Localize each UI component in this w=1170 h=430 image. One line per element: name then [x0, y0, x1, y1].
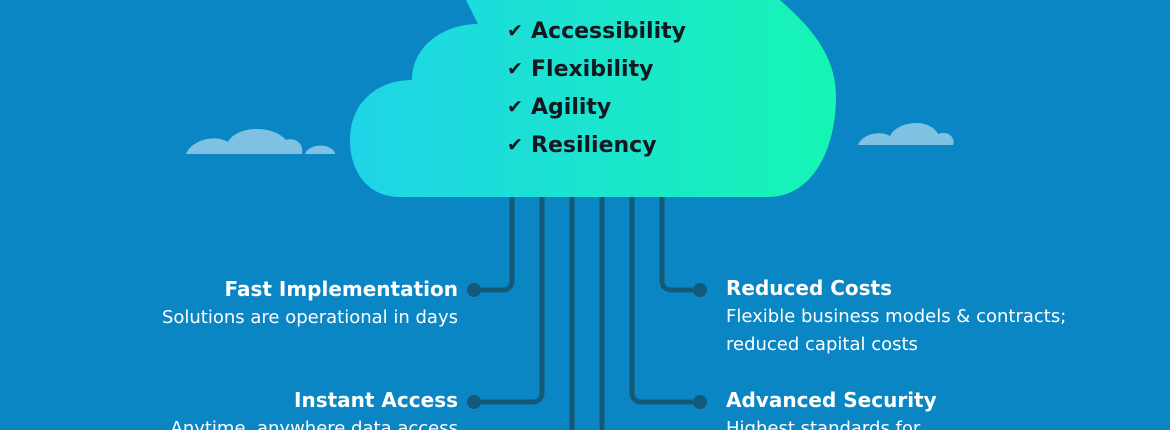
connector-dot-instant-access	[467, 395, 481, 409]
cloud-benefit-list: ✔ Accessibility ✔ Flexibility ✔ Agility …	[507, 12, 807, 164]
small-cloud-left	[186, 128, 335, 154]
connector-fast-implementation	[473, 189, 515, 293]
cloud-benefit-label: Accessibility	[531, 18, 686, 44]
cloud-benefit-item: ✔ Agility	[507, 88, 807, 126]
cloud-benefit-item: ✔ Resiliency	[507, 126, 807, 164]
feature-reduced-costs: Reduced Costs Flexible business models &…	[726, 275, 1066, 359]
feature-description: Anytime, anywhere data access	[170, 418, 459, 430]
feature-title: Instant Access	[294, 388, 458, 412]
connector-reduced-costs	[659, 189, 701, 293]
feature-description-line-1: Flexible business models & contracts;	[726, 306, 1067, 327]
feature-title: Fast Implementation	[224, 277, 458, 301]
checkmark-icon: ✔	[507, 134, 523, 156]
feature-description-line-2: reduced capital costs	[726, 334, 918, 355]
cloud-benefit-label: Agility	[531, 94, 612, 120]
connector-dot-reduced-costs	[693, 283, 707, 297]
feature-description: Highest standards for	[726, 418, 921, 430]
connector-dot-advanced-security	[693, 395, 707, 409]
feature-title: Reduced Costs	[726, 276, 893, 300]
cloud-benefit-label: Flexibility	[531, 56, 654, 82]
connector-dots	[467, 283, 707, 409]
checkmark-icon: ✔	[507, 58, 523, 80]
small-cloud-right	[858, 122, 954, 145]
main-cloud-shape	[350, 0, 836, 197]
feature-instant-access: Instant Access Anytime, anywhere data ac…	[171, 387, 459, 430]
feature-fast-implementation: Fast Implementation Solutions are operat…	[162, 276, 458, 332]
checkmark-icon: ✔	[507, 20, 523, 42]
feature-description: Solutions are operational in days	[161, 307, 458, 328]
cloud-benefit-item: ✔ Accessibility	[507, 12, 807, 50]
checkmark-icon: ✔	[507, 96, 523, 118]
connector-dot-fast-implementation	[467, 283, 481, 297]
cloud-benefit-item: ✔ Flexibility	[507, 50, 807, 88]
feature-title: Advanced Security	[726, 388, 937, 412]
connector-advanced-security	[629, 189, 701, 405]
connector-lines	[473, 189, 701, 430]
connector-instant-access	[473, 189, 545, 405]
feature-advanced-security: Advanced Security Highest standards for	[726, 387, 937, 430]
cloud-benefit-label: Resiliency	[531, 132, 657, 158]
